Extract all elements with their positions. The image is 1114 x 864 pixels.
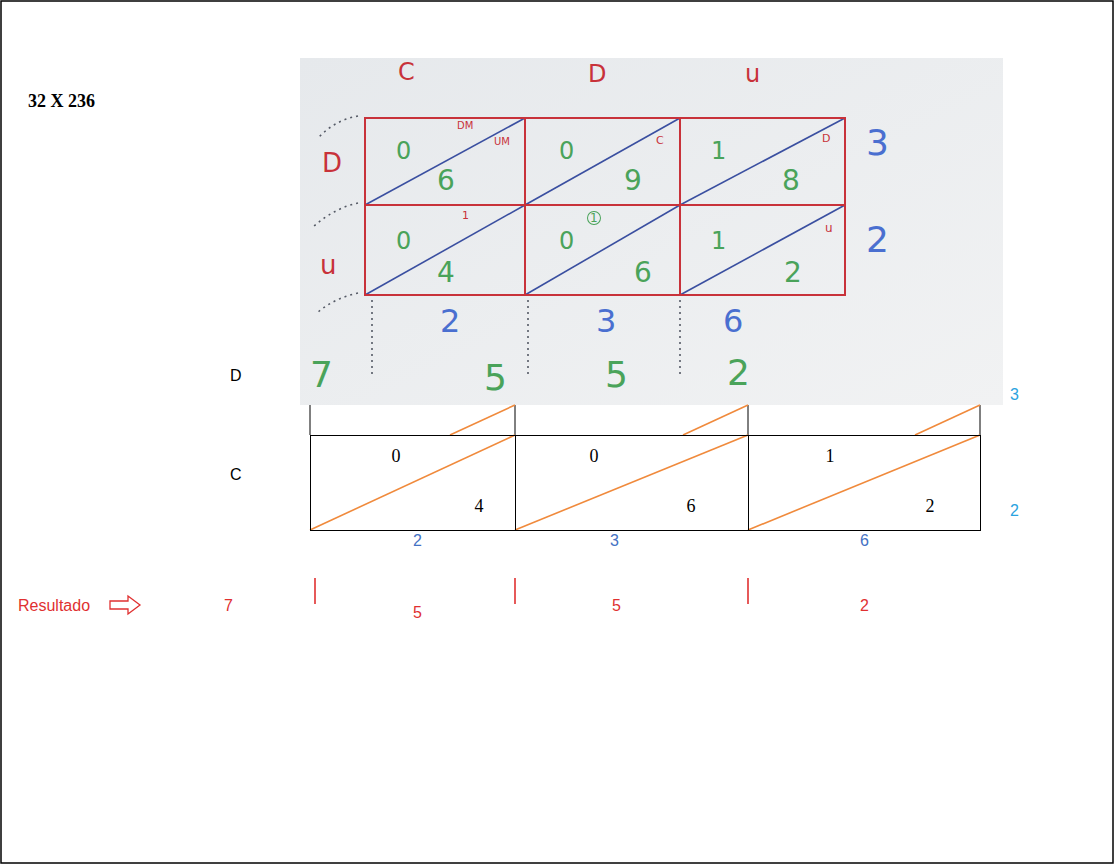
place-value-note: C: [656, 135, 664, 146]
multiplier-digit: 3: [1010, 387, 1019, 403]
product-digit: 1: [711, 139, 726, 163]
result-digit: 5: [605, 357, 628, 393]
diagram-title: 32 X 236: [28, 92, 95, 110]
column-header: D: [588, 62, 606, 86]
row-header: D: [230, 368, 242, 384]
table-diagonals: [310, 405, 980, 530]
place-value-note: 1: [587, 211, 601, 225]
lattice-cell: 1 8 D: [679, 117, 846, 206]
product-digit: 0: [559, 139, 574, 163]
multiplier-digit: 2: [866, 222, 889, 258]
row-header: C: [230, 467, 242, 483]
product-digit: 8: [782, 167, 800, 195]
multiplicand-digit: 6: [723, 305, 743, 337]
lattice-cell: 04: [310, 435, 516, 531]
result-digit: 7: [224, 598, 233, 614]
multiplicand-digit: 2: [440, 305, 460, 337]
product-digit: 0: [396, 139, 411, 163]
result-separators: [315, 578, 748, 604]
product-digit: 0: [396, 229, 411, 253]
multiplicand-digit: 2: [413, 533, 422, 549]
result-arrow: [110, 596, 140, 614]
product-digit: 0: [590, 447, 599, 465]
row-header: u: [320, 252, 336, 278]
product-digit: 4: [437, 259, 455, 287]
product-digit: 9: [624, 167, 642, 195]
place-value-note: u: [825, 222, 833, 234]
lattice-cell: 0 9 C: [524, 117, 681, 206]
place-value-note: 1: [462, 210, 469, 221]
product-digit: 2: [926, 497, 935, 515]
table-lines: [310, 405, 980, 435]
lattice-cell: 06: [515, 435, 749, 531]
column-header: C: [398, 60, 415, 84]
place-value-note: D: [822, 133, 830, 144]
whiteboard-photo: [300, 58, 1003, 405]
multiplicand-digit: 3: [610, 533, 619, 549]
dotted-guides: [314, 116, 680, 378]
product-digit: 1: [826, 447, 835, 465]
multiplier-digit: 3: [866, 125, 889, 161]
place-value-note: UM: [494, 137, 510, 147]
product-digit: 0: [559, 229, 574, 253]
result-digit: 7: [310, 357, 333, 393]
product-digit: 6: [437, 167, 455, 195]
lattice-cell: 12: [748, 435, 981, 531]
lattice-cell: 0 6 1: [524, 204, 681, 296]
result-label: Resultado: [18, 598, 90, 614]
multiplicand-digit: 3: [596, 305, 616, 337]
lattice-cell: 0 4 1: [364, 204, 526, 296]
product-digit: 4: [475, 497, 484, 515]
result-digit: 2: [860, 598, 869, 614]
lattice-cell: 1 2 u: [679, 204, 846, 296]
product-digit: 6: [634, 259, 652, 287]
lattice-diagonals: [365, 118, 845, 295]
result-digit: 5: [413, 605, 422, 621]
product-digit: 1: [711, 229, 726, 253]
row-header: D: [322, 150, 342, 176]
product-digit: 0: [392, 447, 401, 465]
lattice-cell: 0 6 DM UM: [364, 117, 526, 206]
result-digit: 5: [612, 598, 621, 614]
product-digit: 6: [687, 497, 696, 515]
result-digit: 2: [727, 355, 750, 391]
multiplicand-digit: 6: [860, 533, 869, 549]
multiplier-digit: 2: [1010, 503, 1019, 519]
place-value-note: DM: [457, 121, 473, 131]
result-digit: 5: [484, 360, 507, 396]
column-header: u: [745, 62, 760, 86]
product-digit: 2: [784, 259, 802, 287]
